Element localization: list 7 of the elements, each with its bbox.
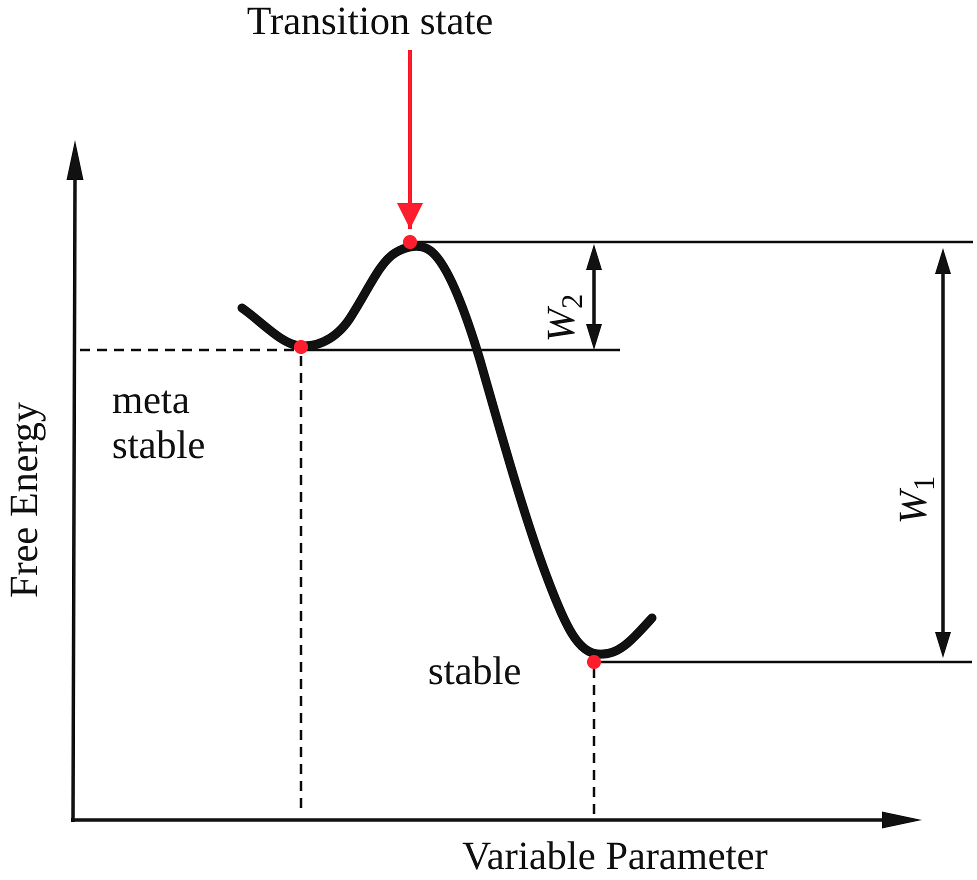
transition-state-point (403, 235, 417, 249)
arrow (397, 50, 423, 229)
annotation-label: Transition state (225, 0, 515, 44)
state-label: meta stable (112, 377, 206, 467)
state-label: stable (428, 648, 522, 693)
axis-title: Variable Parameter (462, 834, 768, 878)
axis-title: Free Energy (4, 402, 44, 598)
